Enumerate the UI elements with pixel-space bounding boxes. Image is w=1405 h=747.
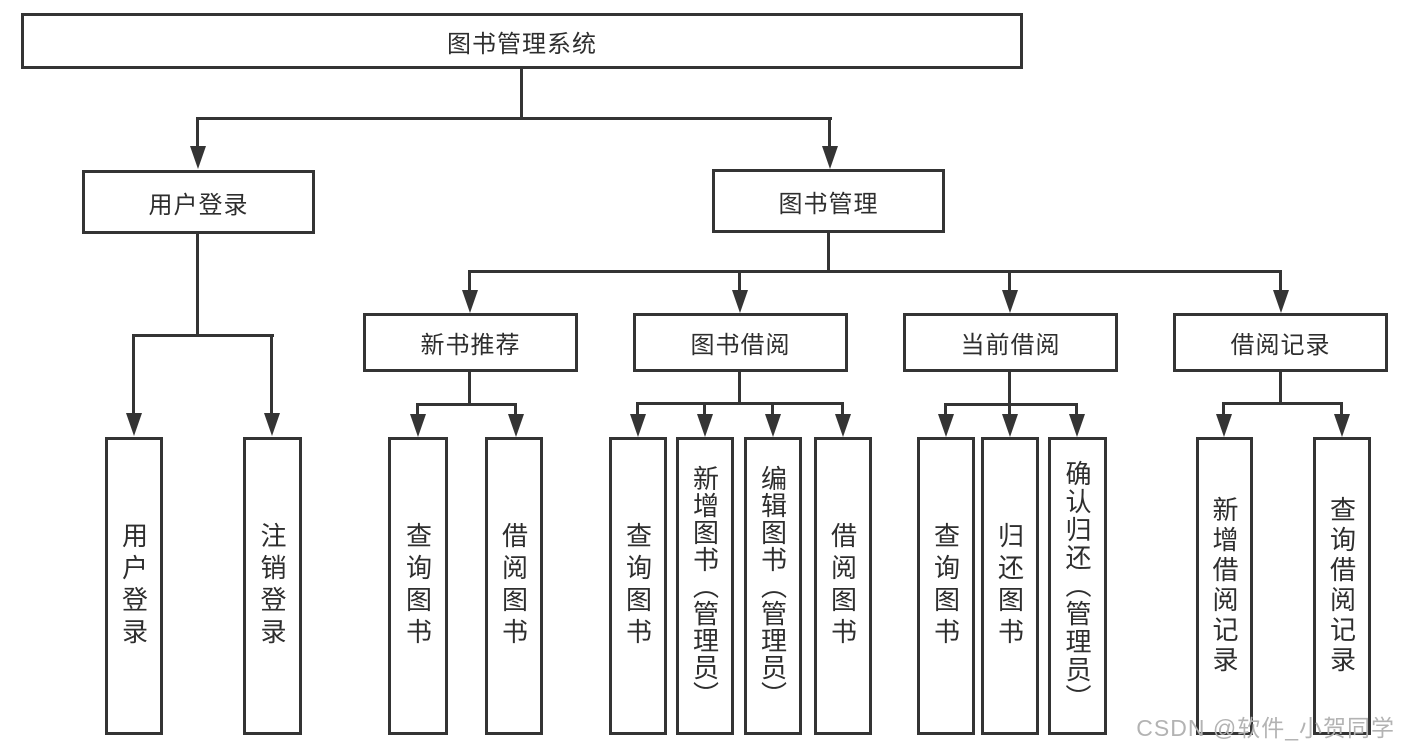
- connector-rail-level3: [468, 270, 1282, 273]
- connector-drop-rec-query: [1340, 402, 1343, 416]
- node-library-system: 图书管理系统: [21, 13, 1023, 69]
- arrowhead-cb-query: [938, 414, 954, 437]
- node-user-login-leaf: 用户登录: [105, 437, 163, 735]
- node-cb-query-books: 查询图书: [917, 437, 975, 735]
- connector-drop-book-management: [828, 117, 831, 148]
- connector-drop-logout-leaf: [270, 334, 273, 416]
- arrowhead-bb-add: [697, 414, 713, 437]
- connector-drop-bb-query: [636, 402, 639, 416]
- connector-rail-currentborrow: [944, 403, 1078, 406]
- node-new-book-recommendation: 新书推荐: [363, 313, 578, 372]
- connector-drop-rec-add: [1222, 402, 1225, 416]
- node-bb-query-books: 查询图书: [609, 437, 667, 735]
- node-book-borrowing: 图书借阅: [633, 313, 848, 372]
- connector-drop-cb-query: [944, 403, 947, 416]
- node-rec-add-borrow-record: 新增借阅记录: [1196, 437, 1253, 735]
- connector-drop-bb-add: [703, 402, 706, 416]
- node-bb-borrow-books: 借阅图书: [814, 437, 872, 735]
- arrowhead-bb-edit: [765, 414, 781, 437]
- connector-rail-newbook: [416, 403, 517, 406]
- connector-records-stem: [1279, 372, 1282, 405]
- connector-drop-new-book: [468, 270, 471, 292]
- connector-drop-nb-borrow: [514, 403, 517, 416]
- watermark: CSDN @软件_小贺同学: [1136, 715, 1395, 741]
- arrowhead-cb-return: [1002, 414, 1018, 437]
- arrowhead-rec-add: [1216, 414, 1232, 437]
- node-current-borrowing: 当前借阅: [903, 313, 1118, 372]
- arrowhead-bb-borrow: [835, 414, 851, 437]
- arrowhead-new-book: [462, 290, 478, 313]
- arrowhead-cb-confirm: [1069, 414, 1085, 437]
- connector-rail-bookborrow: [636, 402, 844, 405]
- arrowhead-borrow-records: [1273, 290, 1289, 313]
- arrowhead-book-management: [822, 146, 838, 169]
- node-nb-query-books: 查询图书: [388, 437, 448, 735]
- connector-rail-records: [1222, 402, 1343, 405]
- node-rec-query-borrow-record: 查询借阅记录: [1313, 437, 1371, 735]
- arrowhead-rec-query: [1334, 414, 1350, 437]
- connector-drop-borrow-records: [1279, 270, 1282, 292]
- arrowhead-nb-query: [410, 414, 426, 437]
- node-bb-add-books-admin: 新增图书（管理员）: [676, 437, 734, 735]
- arrowhead-book-borrow: [732, 290, 748, 313]
- connector-drop-bb-borrow: [841, 402, 844, 416]
- connector-rail-userlogin: [133, 334, 274, 337]
- arrowhead-nb-borrow: [508, 414, 524, 437]
- node-bb-edit-books-admin: 编辑图书（管理员）: [744, 437, 802, 735]
- connector-newbook-stem: [468, 372, 471, 406]
- node-cb-return-books: 归还图书: [981, 437, 1039, 735]
- arrowhead-logout-leaf: [264, 413, 280, 436]
- node-nb-borrow-books: 借阅图书: [485, 437, 543, 735]
- connector-currentborrow-stem: [1008, 372, 1011, 406]
- connector-drop-user-login: [196, 117, 199, 148]
- node-borrowing-records: 借阅记录: [1173, 313, 1388, 372]
- arrowhead-user-login: [190, 146, 206, 169]
- arrowhead-login-leaf: [126, 413, 142, 436]
- connector-drop-book-borrow: [738, 270, 741, 292]
- node-user-login: 用户登录: [82, 170, 315, 234]
- connector-root-stem: [520, 68, 523, 119]
- connector-bookborrow-stem: [738, 372, 741, 405]
- connector-drop-nb-query: [416, 403, 419, 416]
- node-book-management: 图书管理: [712, 169, 945, 233]
- connector-drop-login-leaf: [132, 334, 135, 416]
- node-cb-confirm-return-admin: 确认归还（管理员）: [1048, 437, 1107, 735]
- arrowhead-current-borrow: [1002, 290, 1018, 313]
- connector-drop-cb-confirm: [1075, 403, 1078, 416]
- connector-drop-cb-return: [1008, 403, 1011, 416]
- connector-drop-current-borrow: [1008, 270, 1011, 292]
- node-logout-leaf: 注销登录: [243, 437, 302, 735]
- connector-drop-bb-edit: [771, 402, 774, 416]
- arrowhead-bb-query: [630, 414, 646, 437]
- connector-userlogin-stem: [196, 234, 199, 337]
- connector-bookmgmt-stem: [827, 233, 830, 273]
- connector-rail-level2: [196, 117, 832, 120]
